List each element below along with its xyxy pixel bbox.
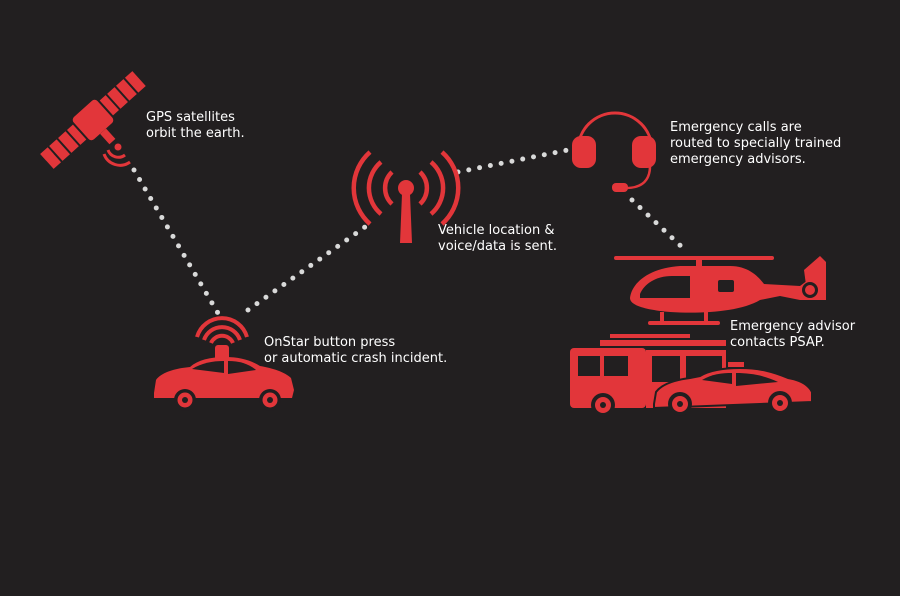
connector-headset-responders <box>629 197 688 253</box>
dotted-connectors <box>131 147 688 323</box>
car-icon <box>154 316 294 411</box>
connector-satellite-car <box>131 167 225 323</box>
car-label: OnStar button press or automatic crash i… <box>264 335 447 367</box>
headset-icon <box>572 111 656 192</box>
car-label-line2: or automatic crash incident. <box>264 351 448 366</box>
headset-label-line2: routed to specially trained <box>670 136 842 151</box>
satellite-label: GPS satellites orbit the earth. <box>146 110 245 142</box>
connector-tower-headset <box>455 147 571 175</box>
satellite-label-line2: orbit the earth. <box>146 126 245 141</box>
headset-label: Emergency calls are routed to specially … <box>670 120 841 168</box>
responders-label: Emergency advisor contacts PSAP. <box>730 319 855 351</box>
connector-car-tower <box>245 219 375 313</box>
satellite-label-line1: GPS satellites <box>146 110 235 125</box>
tower-label-line1: Vehicle location & <box>438 223 555 238</box>
responders-label-line1: Emergency advisor <box>730 319 856 334</box>
responders-label-line2: contacts PSAP. <box>730 335 825 350</box>
headset-label-line3: emergency advisors. <box>670 152 806 167</box>
tower-label: Vehicle location & voice/data is sent. <box>438 223 557 255</box>
tower-label-line2: voice/data is sent. <box>438 239 557 254</box>
police-car-icon <box>653 362 813 416</box>
radio-tower-icon <box>351 150 461 243</box>
satellite-icon <box>40 71 146 169</box>
headset-label-line1: Emergency calls are <box>670 120 802 135</box>
car-label-line1: OnStar button press <box>264 335 396 350</box>
helicopter-icon <box>614 256 826 325</box>
